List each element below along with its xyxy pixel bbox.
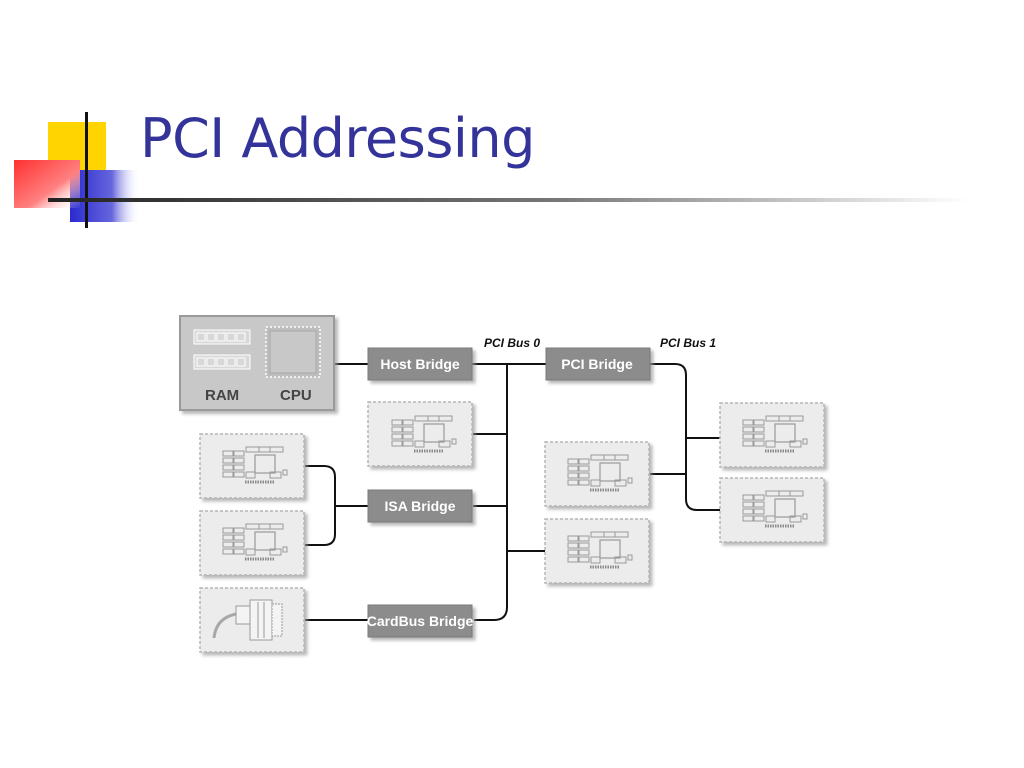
host-bridge: Host Bridge xyxy=(367,347,473,381)
bus-wiring xyxy=(305,363,720,621)
host-bridge-label: Host Bridge xyxy=(380,356,460,372)
title-rule xyxy=(48,198,968,202)
device-card-bus1-bottom xyxy=(719,477,825,543)
cardbus-bridge: CardBus Bridge xyxy=(367,604,474,638)
device-card-isa-bottom xyxy=(199,510,305,576)
pci-bridge-label: PCI Bridge xyxy=(561,356,633,372)
pci-bus-1-label: PCI Bus 1 xyxy=(660,336,716,350)
deco-blue-square xyxy=(70,170,140,222)
device-card-isa-top xyxy=(199,433,305,499)
device-card-bus0-bottom xyxy=(544,518,650,584)
host-component: RAM CPU xyxy=(179,315,335,411)
pci-bus-0-label: PCI Bus 0 xyxy=(484,336,540,350)
device-card-bus0-top xyxy=(367,401,473,467)
title-decoration xyxy=(14,112,968,228)
slide-title: PCI Addressing xyxy=(140,107,535,170)
device-card-bus0-middle xyxy=(544,441,650,507)
pci-bridge: PCI Bridge xyxy=(545,347,651,381)
cardbus-connector-card xyxy=(199,587,305,653)
cpu-label: CPU xyxy=(280,387,312,404)
isa-bus-line xyxy=(305,465,336,546)
cpu-icon xyxy=(265,326,321,378)
device-card-bus1-top xyxy=(719,402,825,468)
pci-bus-0-trunk xyxy=(474,364,508,621)
cardbus-bridge-label: CardBus Bridge xyxy=(367,613,474,629)
ram-icon xyxy=(193,329,251,370)
isa-bridge-label: ISA Bridge xyxy=(384,498,455,514)
ram-label: RAM xyxy=(205,387,239,404)
connector-plug-icon xyxy=(212,599,283,641)
deco-vertical-line xyxy=(85,112,88,228)
isa-bridge: ISA Bridge xyxy=(367,489,473,523)
